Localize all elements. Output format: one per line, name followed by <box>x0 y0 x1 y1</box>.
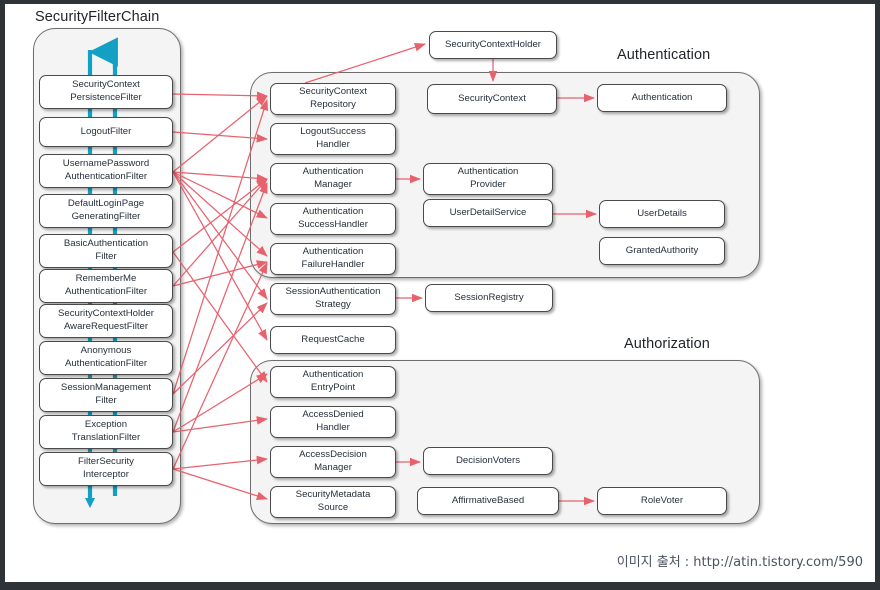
node-label: UsernamePassword AuthenticationFilter <box>62 158 150 182</box>
node-role-voter[interactable]: RoleVoter <box>597 487 727 515</box>
node-session-management-filter[interactable]: SessionManagement Filter <box>39 378 173 412</box>
group-title-authentication: Authentication <box>617 47 711 63</box>
node-label: SecurityContext PersistenceFilter <box>70 79 142 103</box>
node-security-context-repository[interactable]: SecurityContext Repository <box>270 83 396 115</box>
node-access-denied-handler[interactable]: AccessDenied Handler <box>270 406 396 438</box>
node-label: RequestCache <box>301 333 365 345</box>
node-label: UserDetails <box>637 207 687 219</box>
node-label: RememberMe AuthenticationFilter <box>64 273 148 297</box>
node-label: DefaultLoginPage GeneratingFilter <box>67 198 145 222</box>
node-filter-security-interceptor[interactable]: FilterSecurity Interceptor <box>39 452 173 486</box>
node-label: GrantedAuthority <box>625 244 699 256</box>
node-label: LogoutFilter <box>80 125 132 137</box>
node-label: SecurityMetadata Source <box>295 489 371 513</box>
node-logout-success-handler[interactable]: LogoutSuccess Handler <box>270 123 396 155</box>
node-label: BasicAuthentication Filter <box>63 238 149 262</box>
node-label: Authentication FailureHandler <box>301 246 365 270</box>
node-decision-voters[interactable]: DecisionVoters <box>423 447 553 475</box>
node-label: SecurityContextHolder <box>445 38 541 50</box>
node-label: RoleVoter <box>640 494 684 506</box>
node-security-context-holder-aware-request-filter[interactable]: SecurityContextHolder AwareRequestFilter <box>39 304 173 338</box>
node-label: FilterSecurity Interceptor <box>78 456 134 480</box>
node-exception-translation-filter[interactable]: Exception TranslationFilter <box>39 415 173 449</box>
node-logout-filter[interactable]: LogoutFilter <box>39 117 173 147</box>
node-access-decision-manager[interactable]: AccessDecision Manager <box>270 446 396 478</box>
image-source-caption: 이미지 출처 : http://atin.tistory.com/590 <box>616 555 863 570</box>
node-remember-me-authentication-filter[interactable]: RememberMe AuthenticationFilter <box>39 269 173 303</box>
node-session-registry[interactable]: SessionRegistry <box>425 284 553 312</box>
node-label: SessionAuthentication Strategy <box>285 286 381 310</box>
node-default-login-page-generating-filter[interactable]: DefaultLoginPage GeneratingFilter <box>39 194 173 228</box>
node-label: UserDetailService <box>449 206 527 218</box>
node-label: SecurityContext Repository <box>299 86 367 110</box>
node-security-context-persistence-filter[interactable]: SecurityContext PersistenceFilter <box>39 75 173 109</box>
node-user-detail-service[interactable]: UserDetailService <box>423 199 553 227</box>
node-label: Authentication EntryPoint <box>302 369 364 393</box>
group-title-filter-chain: SecurityFilterChain <box>35 9 160 25</box>
node-label: SessionManagement Filter <box>60 382 152 406</box>
node-user-details[interactable]: UserDetails <box>599 200 725 228</box>
node-label: Exception TranslationFilter <box>71 419 141 443</box>
group-title-authorization: Authorization <box>624 336 710 352</box>
node-label: Authentication SuccessHandler <box>298 206 368 230</box>
node-security-metadata-source[interactable]: SecurityMetadata Source <box>270 486 396 518</box>
node-label: SessionRegistry <box>454 291 524 303</box>
node-label: DecisionVoters <box>456 454 520 466</box>
node-label: AccessDenied Handler <box>302 409 364 433</box>
node-authentication-success-handler[interactable]: Authentication SuccessHandler <box>270 203 396 235</box>
node-label: LogoutSuccess Handler <box>300 126 366 150</box>
node-label: Authentication Manager <box>302 166 364 190</box>
node-authentication-provider[interactable]: Authentication Provider <box>423 163 553 195</box>
node-security-context-holder[interactable]: SecurityContextHolder <box>429 31 557 59</box>
node-label: AccessDecision Manager <box>299 449 367 473</box>
diagram-canvas: SecurityFilterChain Authentication Autho… <box>5 4 875 582</box>
node-username-password-authentication-filter[interactable]: UsernamePassword AuthenticationFilter <box>39 154 173 188</box>
node-security-context[interactable]: SecurityContext <box>427 84 557 114</box>
node-label: AffirmativeBased <box>451 494 525 506</box>
node-request-cache[interactable]: RequestCache <box>270 326 396 354</box>
node-session-authentication-strategy[interactable]: SessionAuthentication Strategy <box>270 283 396 315</box>
node-label: SecurityContext <box>458 92 526 104</box>
node-affirmative-based[interactable]: AffirmativeBased <box>417 487 559 515</box>
node-authentication-entry-point[interactable]: Authentication EntryPoint <box>270 366 396 398</box>
node-authentication-failure-handler[interactable]: Authentication FailureHandler <box>270 243 396 275</box>
node-granted-authority[interactable]: GrantedAuthority <box>599 237 725 265</box>
node-label: SecurityContextHolder AwareRequestFilter <box>58 308 154 332</box>
node-label: Authentication <box>631 91 693 103</box>
node-label: Authentication Provider <box>457 166 519 190</box>
node-anonymous-authentication-filter[interactable]: Anonymous AuthenticationFilter <box>39 341 173 375</box>
node-authentication[interactable]: Authentication <box>597 84 727 112</box>
node-basic-authentication-filter[interactable]: BasicAuthentication Filter <box>39 234 173 268</box>
node-authentication-manager[interactable]: Authentication Manager <box>270 163 396 195</box>
node-label: Anonymous AuthenticationFilter <box>64 345 148 369</box>
